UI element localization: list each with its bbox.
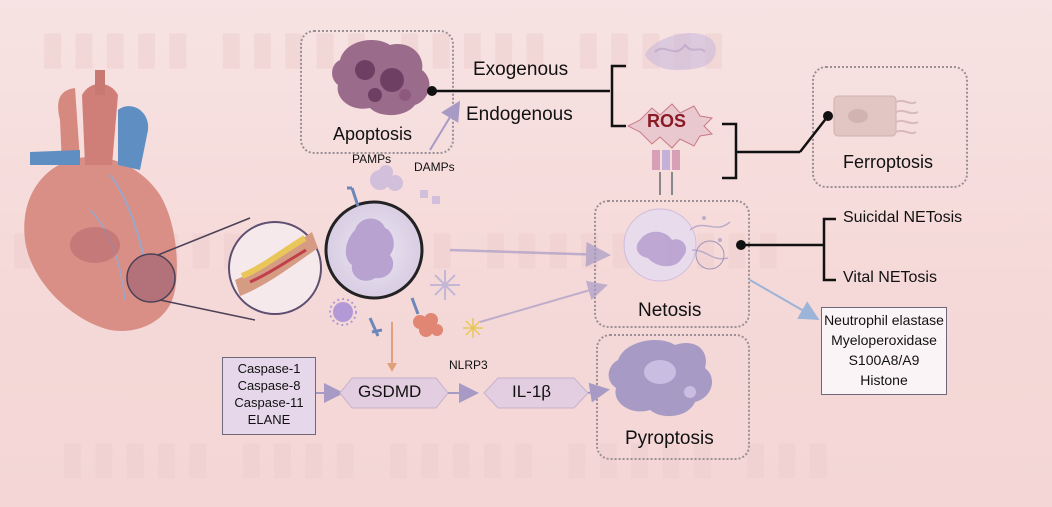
ferroptosis-label: Ferroptosis xyxy=(843,152,934,172)
caspase-item: Caspase-8 xyxy=(237,378,301,393)
pyroptosis-label: Pyroptosis xyxy=(625,428,714,449)
spark-icon xyxy=(463,318,483,338)
bacteria-cluster-icon xyxy=(413,313,443,337)
net-component-item: Myeloperoxidase xyxy=(831,332,937,348)
net-components-box: Neutrophil elastase Myeloperoxidase S100… xyxy=(821,307,947,395)
nlrp3-label: NLRP3 xyxy=(449,358,488,372)
lesion-highlight xyxy=(126,253,176,303)
vital-netosis-label: Vital NETosis xyxy=(843,269,937,286)
endogenous-label: Endogenous xyxy=(466,104,573,125)
net-component-item: S100A8/A9 xyxy=(848,352,920,368)
net-component-item: Neutrophil elastase xyxy=(824,312,944,328)
ros-burst-icon xyxy=(626,103,714,149)
pathogen-icons xyxy=(370,165,440,204)
ferroptotic-cell-icon xyxy=(833,95,919,137)
exogenous-label: Exogenous xyxy=(473,59,569,80)
gsdmd-shape xyxy=(339,377,449,409)
artery-zoom-icon xyxy=(228,221,322,315)
virus-icon xyxy=(329,298,357,326)
il1b-shape xyxy=(483,377,589,409)
pamps-label: PAMPs xyxy=(352,152,392,166)
netosis-cell-icon xyxy=(623,208,731,282)
caspase-item: ELANE xyxy=(247,412,291,427)
ros-label: ROS xyxy=(647,111,687,131)
net-component-item: Histone xyxy=(860,372,908,388)
ion-channel-icon xyxy=(652,150,680,195)
gsdmd-label: GSDMD xyxy=(358,382,422,401)
caspase-item: Caspase-1 xyxy=(237,361,301,376)
damps-label: DAMPs xyxy=(414,160,455,174)
pyroptotic-cell-icon xyxy=(608,340,713,417)
caspase-item: Caspase-11 xyxy=(234,395,304,410)
neutrophil-icon xyxy=(324,200,424,300)
mitochondria-icon xyxy=(645,33,717,71)
spark-icon xyxy=(430,270,460,300)
caspase-list-box: Caspase-1 Caspase-8 Caspase-11 ELANE xyxy=(222,357,316,435)
apoptotic-cell-icon xyxy=(332,40,430,116)
ferroptosis-frame xyxy=(812,66,968,188)
apoptosis-label: Apoptosis xyxy=(333,124,413,144)
suicidal-netosis-label: Suicidal NETosis xyxy=(843,209,963,226)
receptor-icon xyxy=(347,186,420,337)
il1b-label: IL-1β xyxy=(512,382,552,401)
netosis-label: Netosis xyxy=(638,300,702,321)
watermark: ▮▮▮▮▮ ▮▮▮▮ ▮▮▮▮▮ ▮▮▮▮▮ ▮▮▮ xyxy=(60,430,837,484)
